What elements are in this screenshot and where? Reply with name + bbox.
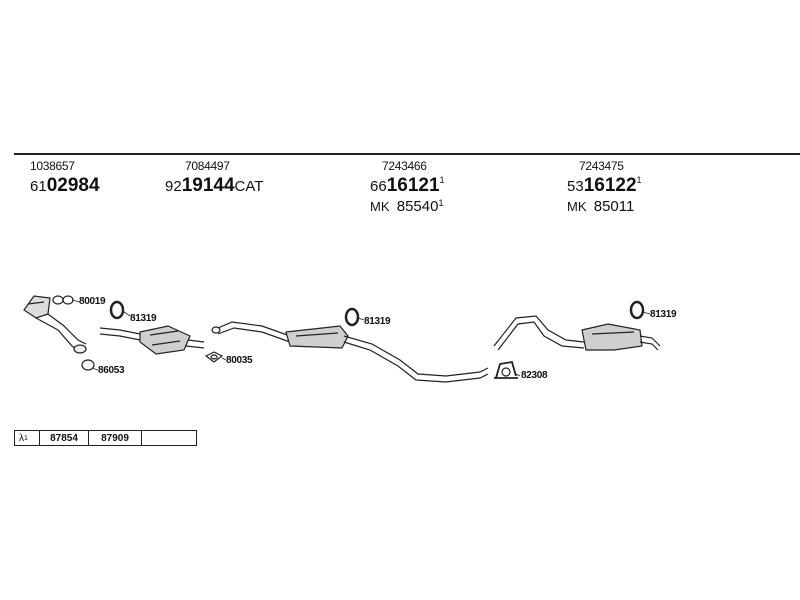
reference-number: 7243466 xyxy=(382,159,427,173)
part-number: 6102984 xyxy=(30,175,100,196)
part-number: 66161211 xyxy=(370,175,445,196)
part-group-catalytic-converter: 7084497 9219144CAT xyxy=(165,160,263,195)
rear-silencer-drawing xyxy=(493,315,661,351)
callout-rubber-hanger: 81319 xyxy=(364,316,391,327)
lambda-empty-cell xyxy=(142,431,196,445)
lambda-part-cell: 87854 xyxy=(40,431,89,445)
callout-rubber-hanger: 81319 xyxy=(130,313,157,324)
callout-gasket: 86053 xyxy=(98,365,125,376)
rubber-hanger-drawing xyxy=(629,300,645,320)
part-group-rear-silencer: 7243475 53161221 MK 85011 xyxy=(567,160,642,214)
catalytic-converter-drawing xyxy=(99,325,205,355)
callout-gasket: 80035 xyxy=(226,355,253,366)
gasket-86053-drawing xyxy=(81,359,95,371)
rubber-hanger-drawing xyxy=(109,300,125,320)
callout-clamp: 82308 xyxy=(521,370,548,381)
callout-leader-lines xyxy=(71,299,651,377)
lambda-part-cell: 87909 xyxy=(89,431,142,445)
part-number: 9219144CAT xyxy=(165,175,264,196)
rubber-hanger-drawing xyxy=(344,307,360,327)
top-divider-line xyxy=(14,153,800,155)
front-pipe-drawing xyxy=(23,295,87,354)
callout-rubber-hanger: 81319 xyxy=(650,309,677,320)
reference-number: 1038657 xyxy=(30,159,75,173)
middle-silencer-drawing xyxy=(211,321,489,383)
mounting-kit-number: MK 855401 xyxy=(370,198,444,215)
gasket-80019-drawing xyxy=(52,295,74,305)
clamp-82308-drawing xyxy=(494,360,518,379)
mounting-kit-number: MK 85011 xyxy=(567,198,635,215)
reference-number: 7084497 xyxy=(185,159,230,173)
part-group-middle-silencer: 7243466 66161211 MK 855401 xyxy=(370,160,445,214)
gasket-80035-drawing xyxy=(204,351,224,363)
callout-gasket: 80019 xyxy=(79,296,106,307)
part-number: 53161221 xyxy=(567,175,642,196)
part-group-front-pipe: 1038657 6102984 xyxy=(30,160,100,195)
reference-number: 7243475 xyxy=(579,159,624,173)
